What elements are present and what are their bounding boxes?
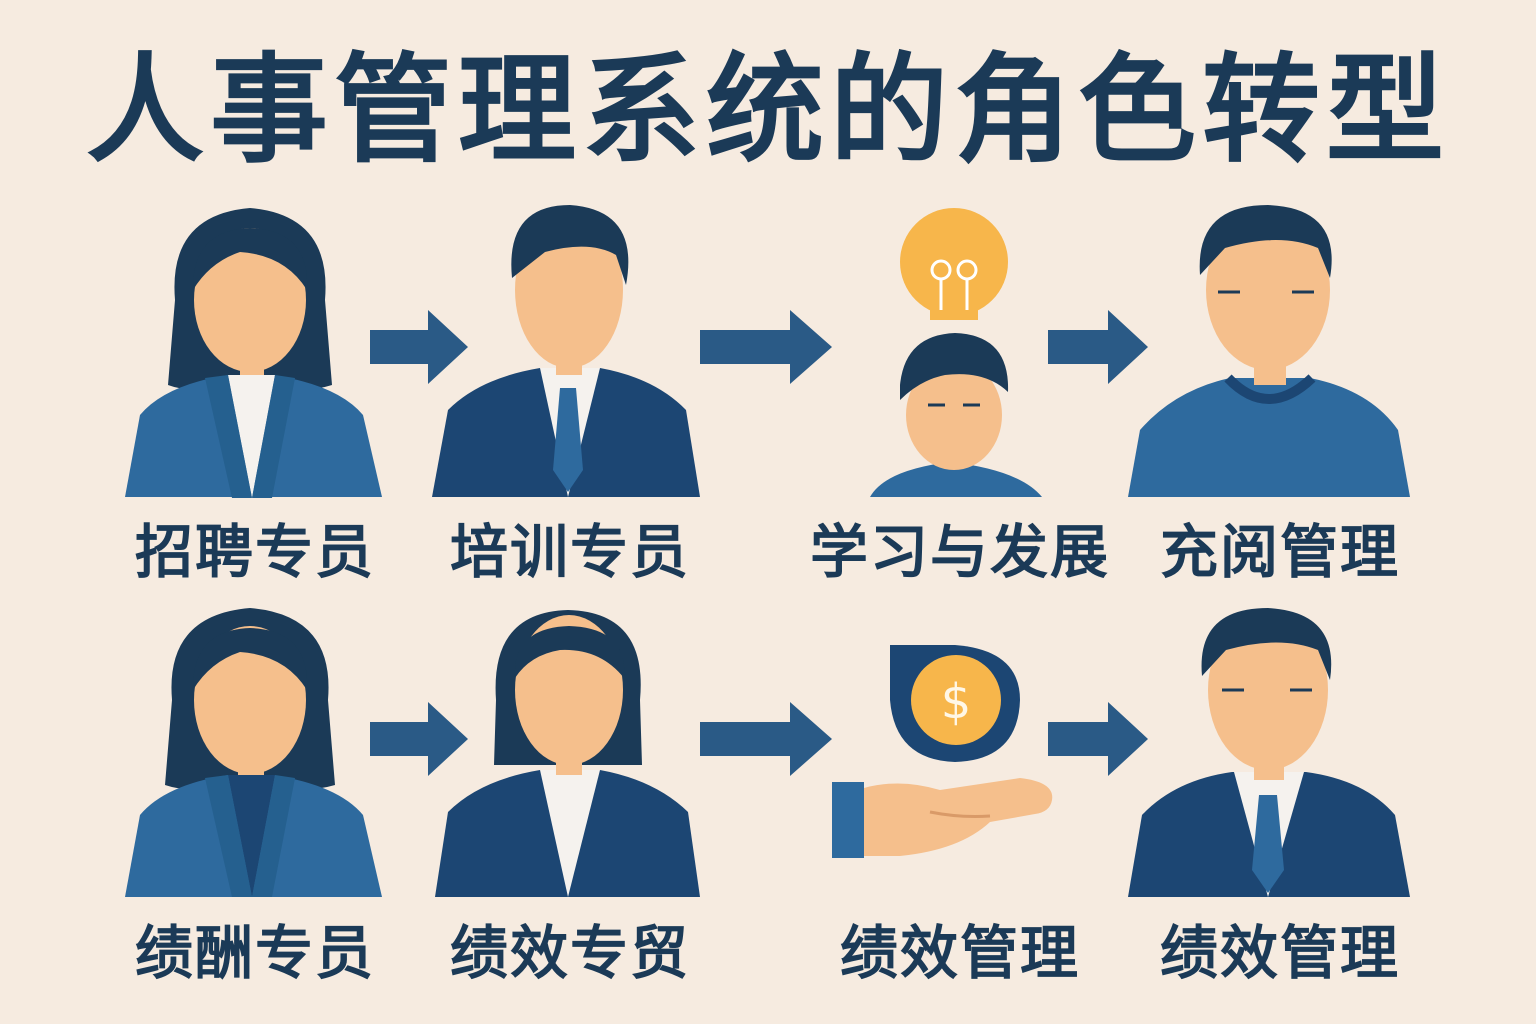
arrow-icon [700,702,832,776]
learner-child-icon [870,333,1042,497]
role-label-recruiting: 招聘专员 [134,518,375,586]
arrow-icon [1048,702,1148,776]
arrow-icon [700,310,832,384]
arrow-icon [370,702,468,776]
trainer-man-icon [432,205,700,497]
role-label-compensation: 绩酬专员 [134,919,375,987]
role-label-performance-management-2: 绩效管理 [1159,919,1400,987]
recruiter-woman-icon [125,208,382,498]
arrow-icon [1048,310,1148,384]
role-label-learning-development: 学习与发展 [809,518,1110,586]
role-label-performance-management: 绩效管理 [839,919,1080,987]
role-label-management-1: 充阅管理 [1159,518,1400,586]
open-hand-icon [832,778,1053,858]
manager-man-icon [1128,205,1410,497]
lightbulb-icon [900,208,1008,320]
coin-icon: $ [890,645,1020,762]
role-label-performance-specialist: 绩效专贸 [449,919,690,987]
performance-woman-icon [435,610,700,897]
arrow-icon [370,310,468,384]
page-title: 人事管理系统的角色转型 [85,41,1450,179]
performance-manager-icon [1128,608,1410,897]
svg-text:$: $ [941,674,972,730]
role-label-training: 培训专员 [449,518,690,586]
compensation-woman-icon [125,608,382,897]
